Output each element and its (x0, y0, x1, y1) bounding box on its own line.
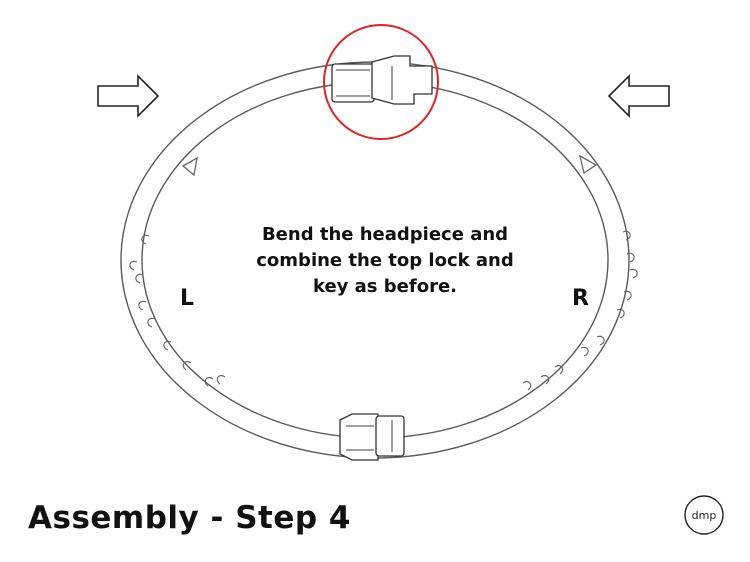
instruction-text: Bend the headpiece and combine the top l… (256, 224, 514, 297)
triangle-marker-right (579, 154, 598, 175)
bottom-lock-and-key (339, 413, 405, 461)
arrow-left-outline-icon (607, 74, 670, 118)
highlight-circle (323, 24, 439, 140)
footer-title: Assembly - Step 4 (28, 500, 351, 536)
logo-text: dmp (692, 509, 717, 522)
notches-left (129, 234, 226, 387)
dmp-logo-icon: dmp (684, 495, 724, 535)
top-lock-and-key (331, 55, 433, 105)
triangle-marker-left (181, 156, 198, 177)
side-label-right: R (572, 286, 589, 311)
side-label-left: L (180, 286, 195, 311)
arrow-right-outline-icon (97, 74, 160, 118)
notches-right (522, 230, 638, 391)
